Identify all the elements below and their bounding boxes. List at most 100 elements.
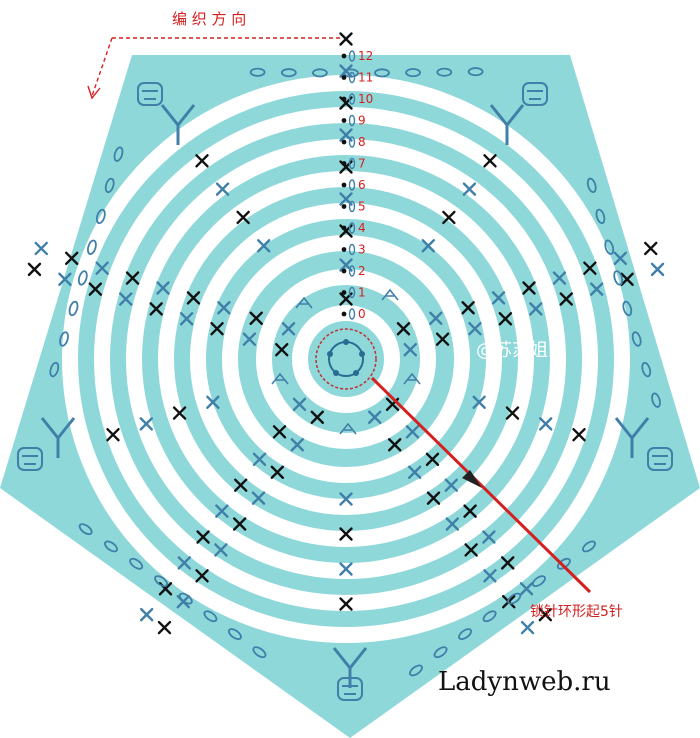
direction-arrow-icon <box>87 37 342 100</box>
single-crochet-stitch <box>195 569 209 583</box>
single-crochet-stitch <box>572 428 586 442</box>
round-number-label: 5 <box>358 200 366 214</box>
border-chain-oval <box>78 523 93 536</box>
border-chain-oval <box>622 300 633 317</box>
callout-pointer <box>370 376 592 594</box>
round-rings <box>62 75 630 643</box>
single-crochet-stitch <box>27 262 42 277</box>
border-chain-oval <box>405 68 421 78</box>
single-crochet-stitch <box>272 425 287 439</box>
single-crochet-stitch <box>468 321 482 336</box>
single-crochet-stitch <box>339 492 353 506</box>
single-crochet-stitch <box>179 312 194 326</box>
chain-stitch <box>348 179 356 191</box>
single-crochet-stitch <box>483 569 497 583</box>
border-chain-oval <box>95 208 106 225</box>
round-number-label: 7 <box>358 157 366 171</box>
single-crochet-stitch <box>251 491 266 505</box>
slip-stitch <box>341 96 347 102</box>
single-crochet-stitch <box>290 438 304 452</box>
single-crochet-stitch <box>339 597 353 611</box>
single-crochet-stitch <box>463 504 477 518</box>
single-crochet-stitch <box>196 530 210 544</box>
corner-motif-icon <box>332 647 368 701</box>
single-crochet-stitch <box>435 332 450 346</box>
round-gap-ring <box>190 203 502 515</box>
round-gap-ring <box>126 139 566 579</box>
round-number-label: 11 <box>358 71 373 85</box>
round-number-label: 1 <box>358 286 366 300</box>
border-chain-oval <box>154 575 169 588</box>
border-chain-oval <box>531 575 546 588</box>
single-crochet-stitch <box>529 302 543 316</box>
border-chain-oval <box>104 177 115 194</box>
border-chain-oval <box>87 239 97 255</box>
border-chain-oval <box>68 300 79 317</box>
border-chain-oval <box>467 67 484 77</box>
round-number-label: 6 <box>358 178 366 192</box>
slip-stitch <box>341 204 347 209</box>
single-crochet-stitch <box>195 154 209 168</box>
single-crochet-stitch <box>210 321 224 336</box>
single-crochet-stitch <box>444 478 458 492</box>
single-crochet-stitch <box>177 556 191 570</box>
round-number-label: 0 <box>358 307 366 321</box>
chain-stitch <box>348 136 356 148</box>
border-chain-oval <box>641 361 652 378</box>
single-crochet-stitch <box>157 620 172 635</box>
slip-stitch <box>341 75 347 80</box>
border-chain-oval <box>613 270 624 286</box>
slip-stitch <box>341 161 347 166</box>
single-crochet-stitch <box>498 312 513 326</box>
single-crochet-stitch <box>292 397 307 412</box>
border-chain-oval <box>586 177 597 194</box>
round-number-label: 4 <box>358 221 366 235</box>
border-chain-oval <box>433 646 448 659</box>
single-crochet-stitch <box>388 438 402 452</box>
single-crochet-stitch <box>156 281 170 295</box>
single-crochet-stitch <box>275 342 289 357</box>
round-number-label: 3 <box>358 243 366 257</box>
round-gap-ring <box>256 269 436 449</box>
single-crochet-stitch <box>252 452 267 467</box>
single-crochet-stitch <box>172 406 187 420</box>
border-chain-oval <box>280 68 297 78</box>
single-crochet-stitch <box>403 342 417 357</box>
border-chain-oval <box>482 610 497 623</box>
single-crochet-stitch <box>95 261 109 275</box>
single-crochet-stitch <box>539 417 553 431</box>
chain-start-callout: 锁针环形起5针 <box>530 604 623 620</box>
single-crochet-stitch <box>270 465 285 479</box>
chain-stitch <box>348 200 356 213</box>
chain-stitch <box>348 286 356 299</box>
border-chain-oval <box>582 540 596 553</box>
single-crochet-stitch <box>215 182 230 196</box>
single-crochet-stitch <box>589 282 604 296</box>
border-chain-oval <box>203 610 218 623</box>
chain-stitch <box>348 71 356 84</box>
single-crochet-stitch <box>125 271 140 285</box>
single-crochet-stitch <box>407 465 422 479</box>
border-chain-oval <box>312 68 328 78</box>
single-crochet-stitch <box>234 478 248 492</box>
single-crochet-stitch <box>505 406 520 420</box>
stitch-symbols <box>27 32 665 635</box>
border-chain-oval <box>507 592 522 605</box>
single-crochet-stitch <box>119 292 133 306</box>
single-crochet-stitch <box>58 272 72 286</box>
single-crochet-stitch <box>445 517 460 531</box>
round-number-label: 12 <box>358 49 373 63</box>
single-crochet-stitch <box>464 543 478 557</box>
single-crochet-stitch <box>106 428 120 442</box>
single-crochet-stitch <box>34 241 48 256</box>
single-crochet-stitch <box>421 239 435 253</box>
single-crochet-stitch <box>64 251 79 266</box>
round-number-label: 9 <box>358 114 366 128</box>
single-crochet-stitch <box>620 272 634 286</box>
single-crochet-stitch <box>583 261 597 275</box>
watermark-label: @苏苏姐家 <box>476 340 566 361</box>
callout-pointer-tip <box>462 470 482 488</box>
border-chain-oval <box>59 331 69 347</box>
